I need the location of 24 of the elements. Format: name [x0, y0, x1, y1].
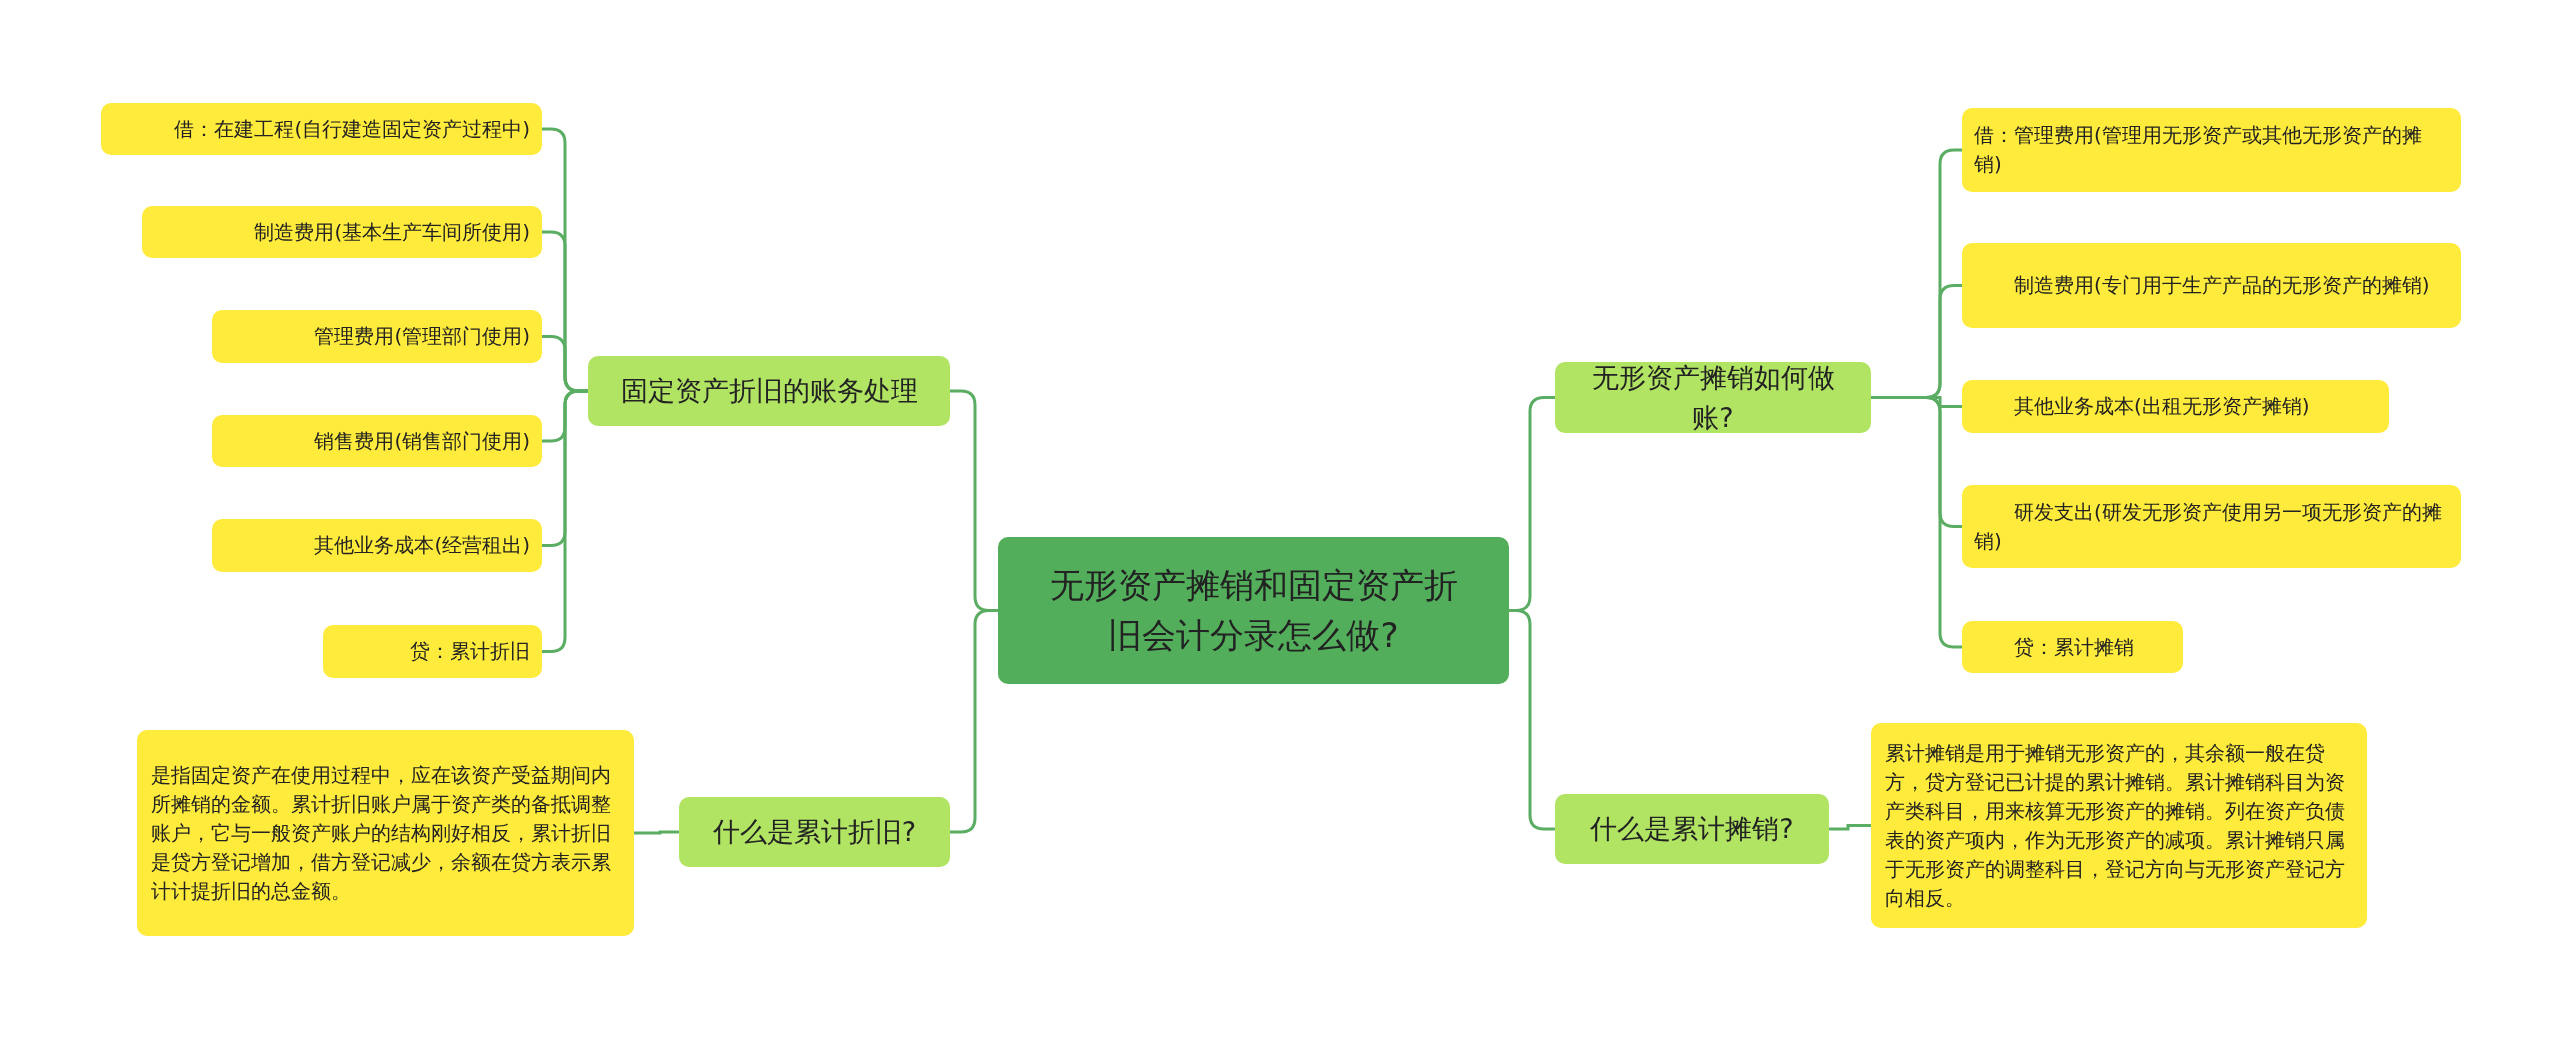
connector-line: [634, 830, 679, 835]
item-box: 销售费用(销售部门使用): [212, 415, 542, 467]
item-box: 管理费用(管理部门使用): [212, 310, 542, 363]
item-box: 贷：累计折旧: [323, 625, 542, 678]
subtopic-box: 固定资产折旧的账务处理: [588, 356, 950, 426]
connector-line: [1829, 824, 1871, 831]
subtopic-box: 什么是累计摊销?: [1555, 794, 1829, 864]
note-box: 累计摊销是用于摊销无形资产的，其余额一般在贷方，贷方登记已计提的累计摊销。累计摊销科目为资产类科目，用来核算无形资产的摊销。列在资产负债表的资产项内，作为无形资产的减项。累计摊销只属于无形资产的调整科目，登记方向与无形资产登记方向相反。: [1871, 723, 2367, 928]
topic-box: 无形资产摊销和固定资产折旧会计分录怎么做?: [998, 537, 1509, 684]
note-box: 是指固定资产在使用过程中，应在该资产受益期间内所摊销的金额。累计折旧账户属于资产类的备抵调整账户，它与一般资产账户的结构刚好相反，累计折旧是贷方登记增加，借方登记减少，余额在贷方表示累计计提折旧的总金额。: [137, 730, 634, 936]
item-box: 贷：累计摊销: [1962, 621, 2183, 673]
subtopic-box: 什么是累计折旧?: [679, 797, 950, 867]
item-box: 借：在建工程(自行建造固定资产过程中): [101, 103, 542, 155]
subtopic-box: 无形资产摊销如何做账?: [1555, 362, 1871, 433]
connector-line: [542, 389, 588, 653]
item-box: 制造费用(基本生产车间所使用): [142, 206, 542, 258]
item-box: 借：管理费用(管理用无形资产或其他无形资产的摊销): [1962, 108, 2461, 192]
item-box: 其他业务成本(出租无形资产摊销): [1962, 380, 2389, 433]
connector-line: [950, 609, 998, 834]
item-box: 制造费用(专门用于生产产品的无形资产的摊销): [1962, 243, 2461, 328]
connector-line: [1509, 609, 1555, 831]
item-box: 其他业务成本(经营租出): [212, 519, 542, 572]
connector-line: [1871, 396, 1962, 649]
item-box: 研发支出(研发无形资产使用另一项无形资产的摊销): [1962, 485, 2461, 568]
